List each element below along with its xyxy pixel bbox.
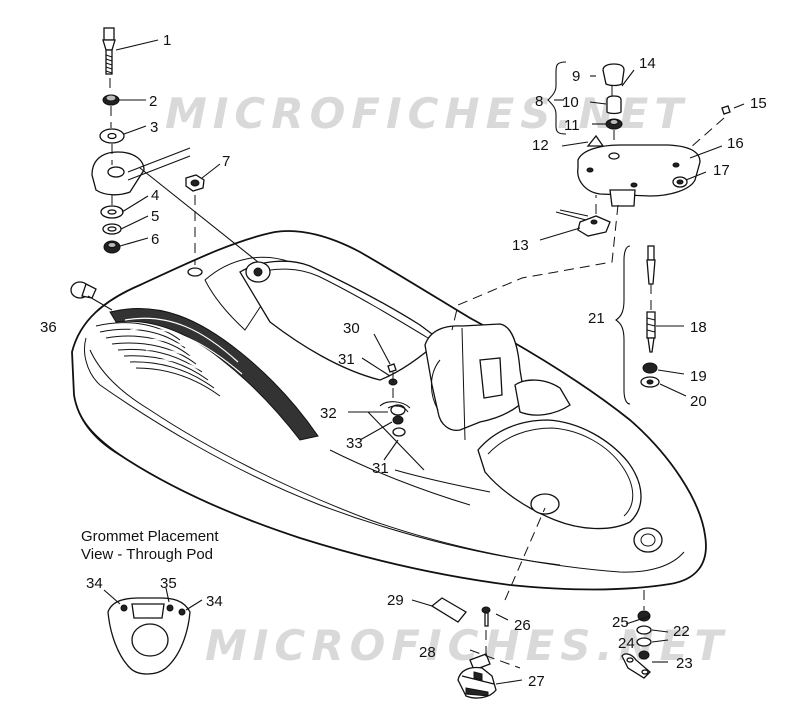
inset-caption-line2: View - Through Pod — [81, 546, 213, 563]
callout-35: 35 — [160, 575, 177, 592]
bolt-assembly-left — [91, 27, 191, 254]
callout-7: 7 — [222, 153, 230, 170]
callout-2: 2 — [149, 93, 157, 110]
callout-29: 29 — [387, 592, 404, 609]
grommet-7 — [185, 174, 205, 277]
callout-6: 6 — [151, 231, 159, 248]
callout-17: 17 — [713, 162, 730, 179]
watermark-top: MICROFICHES.NET — [165, 89, 689, 138]
hull — [71, 230, 707, 591]
callout-18: 18 — [690, 319, 707, 336]
leader-bracket — [139, 167, 259, 263]
callout-20: 20 — [690, 393, 707, 410]
callout-28: 28 — [419, 644, 436, 661]
callout-22: 22 — [673, 623, 690, 640]
callout-12: 12 — [532, 137, 549, 154]
hood-fasteners — [367, 363, 425, 471]
callout-36: 36 — [40, 319, 57, 336]
grommet-inset: Grommet Placement View - Through Pod — [81, 528, 219, 675]
intake-27-28 — [457, 649, 523, 699]
handlebar-mount — [547, 61, 731, 237]
callout-13: 13 — [512, 237, 529, 254]
callout-1: 1 — [163, 32, 171, 49]
callout-31a: 31 — [338, 351, 355, 368]
callout-27: 27 — [528, 673, 545, 690]
callout-30: 30 — [343, 320, 360, 337]
callout-14: 14 — [639, 55, 656, 72]
callout-5: 5 — [151, 208, 159, 225]
callout-25: 25 — [612, 614, 629, 631]
callout-26: 26 — [514, 617, 531, 634]
pad-29 — [411, 597, 467, 623]
callout-23: 23 — [676, 655, 693, 672]
leader-lines — [115, 39, 745, 461]
callout-19: 19 — [690, 368, 707, 385]
callout-9: 9 — [572, 68, 580, 85]
callouts: 1 2 3 7 4 5 6 36 9 14 8 10 11 15 12 16 1… — [40, 32, 767, 690]
callout-33: 33 — [346, 435, 363, 452]
callout-34a: 34 — [86, 575, 103, 592]
callout-3: 3 — [150, 119, 158, 136]
callout-34b: 34 — [206, 593, 223, 610]
callout-31b: 31 — [372, 460, 389, 477]
callout-21: 21 — [588, 310, 605, 327]
drain-plug — [621, 590, 669, 679]
callout-24: 24 — [618, 635, 635, 652]
callout-10: 10 — [562, 94, 579, 111]
inset-caption-line1: Grommet Placement — [81, 528, 219, 545]
callout-16: 16 — [727, 135, 744, 152]
callout-32: 32 — [320, 405, 337, 422]
linkage-dash-upper — [451, 204, 619, 331]
callout-4: 4 — [151, 187, 159, 204]
callout-15: 15 — [750, 95, 767, 112]
callout-11: 11 — [564, 117, 580, 134]
callout-8: 8 — [535, 93, 543, 110]
bumper-plug-36 — [70, 281, 113, 311]
throttle-cable — [615, 245, 660, 405]
